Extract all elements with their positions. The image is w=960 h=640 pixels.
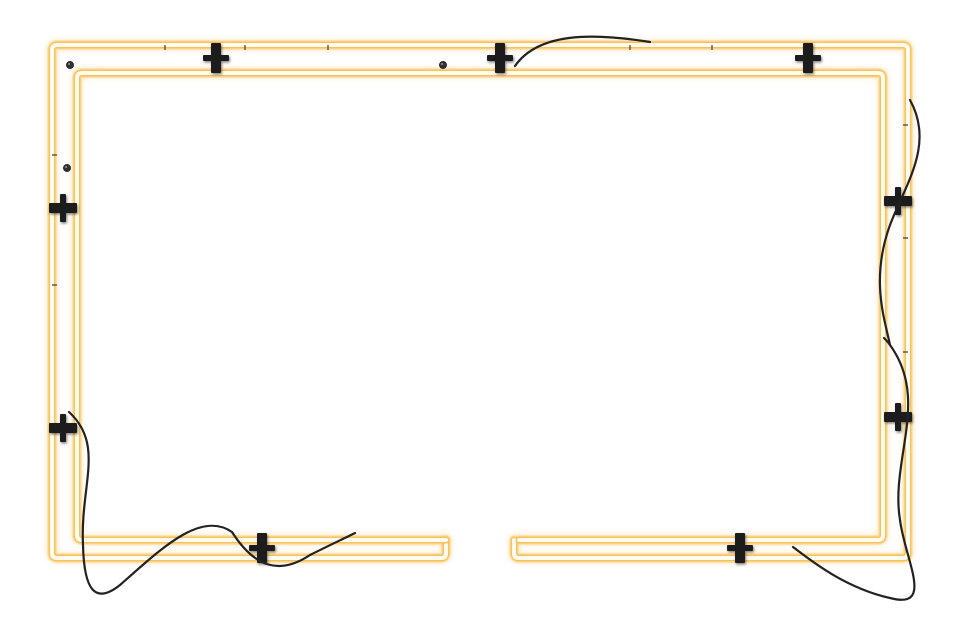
clip-bar bbox=[249, 545, 275, 551]
screw-highlight bbox=[65, 166, 67, 168]
clip-bar bbox=[60, 194, 66, 222]
clip-bar bbox=[727, 545, 753, 551]
mounting-clip-icon bbox=[49, 414, 77, 442]
screw-highlight bbox=[68, 63, 70, 65]
mounting-clip-icon bbox=[884, 403, 912, 431]
mounting-clip-icon bbox=[203, 43, 229, 73]
power-wire-icon bbox=[513, 35, 652, 68]
mounting-clip-icon bbox=[795, 43, 821, 73]
screw-highlight bbox=[441, 63, 443, 65]
power-wires bbox=[67, 35, 921, 601]
clip-bar bbox=[895, 403, 901, 431]
screw-icon bbox=[439, 61, 447, 69]
mounting-clip-icon bbox=[249, 533, 275, 563]
mounting-clips bbox=[49, 43, 912, 563]
neon-glow bbox=[47, 40, 913, 563]
clip-bar bbox=[203, 55, 229, 61]
clip-bar bbox=[60, 414, 66, 442]
mounting-clip-icon bbox=[727, 533, 753, 563]
clip-bar bbox=[487, 55, 513, 61]
neon-tubes bbox=[48, 41, 912, 562]
neon-glow-path bbox=[72, 68, 888, 545]
power-wire-icon bbox=[67, 410, 357, 595]
mounting-clip-icon bbox=[884, 187, 912, 215]
neon-tube-core bbox=[75, 71, 885, 542]
clip-bar bbox=[795, 55, 821, 61]
screws bbox=[63, 61, 447, 172]
screw-icon bbox=[66, 61, 74, 69]
neon-tube-outer bbox=[48, 41, 912, 562]
power-wire-icon bbox=[882, 336, 892, 347]
neon-tube-core bbox=[50, 43, 910, 560]
neon-glow-path bbox=[47, 40, 913, 563]
power-wire-icon bbox=[791, 98, 921, 601]
mounting-clip-icon bbox=[487, 43, 513, 73]
screw-icon bbox=[63, 164, 71, 172]
neon-tube-inner bbox=[73, 69, 887, 544]
mounting-clip-icon bbox=[49, 194, 77, 222]
rail-ticks bbox=[52, 45, 908, 353]
